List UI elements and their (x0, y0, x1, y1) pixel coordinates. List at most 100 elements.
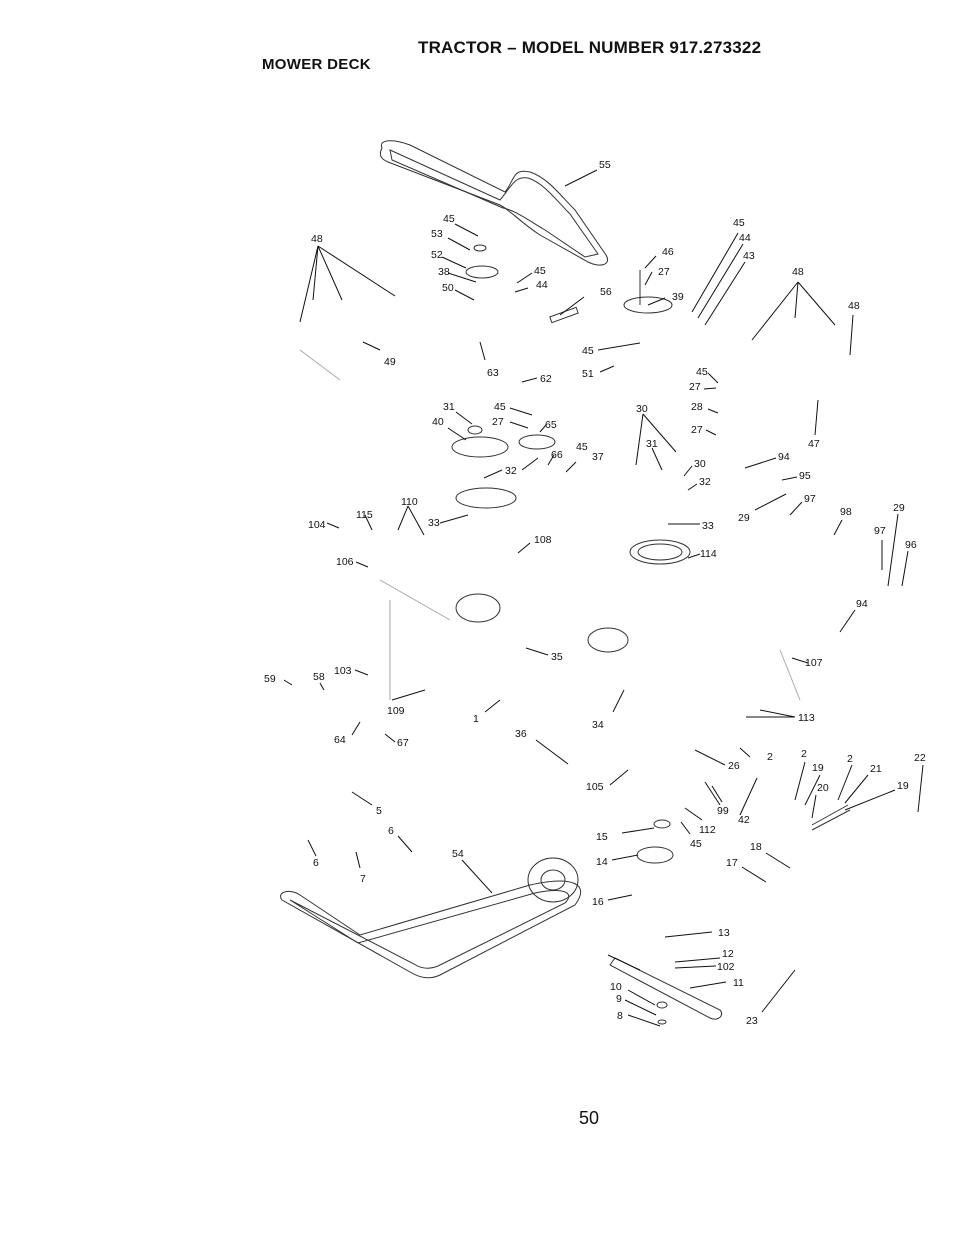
callout: 50 (442, 282, 454, 294)
callout: 13 (718, 927, 730, 939)
page-number: 50 (579, 1108, 600, 1128)
callout: 27 (492, 416, 504, 428)
callout: 26 (728, 760, 740, 772)
callout: 10 (610, 981, 622, 993)
leader-lines (283, 169, 924, 1027)
callout: 17 (726, 857, 738, 869)
callout: 59 (264, 673, 276, 685)
callout: 7 (360, 873, 366, 885)
callout: 115 (356, 509, 373, 521)
callout: 22 (914, 752, 926, 764)
section-title: MOWER DECK (262, 56, 371, 73)
lower-belt (280, 880, 581, 979)
callout: 96 (905, 539, 917, 551)
callout: 94 (856, 598, 868, 610)
callout: 49 (384, 356, 396, 368)
callout-labels: 55 45 53 52 38 50 48 45 44 46 27 56 39 4… (264, 159, 926, 1027)
callout: 104 (308, 519, 326, 531)
callout: 2 (801, 748, 807, 760)
callout: 6 (313, 857, 319, 869)
callout: 21 (870, 763, 882, 775)
callout: 48 (848, 300, 860, 312)
callout: 48 (311, 233, 323, 245)
callout: 45 (494, 401, 506, 413)
callout: 97 (874, 525, 886, 537)
callout: 114 (700, 548, 717, 560)
callout: 29 (893, 502, 905, 514)
callout: 46 (662, 246, 674, 258)
callout: 45 (534, 265, 546, 277)
callout: 40 (432, 416, 444, 428)
callout: 43 (743, 250, 755, 262)
parts-sketches (299, 244, 851, 1025)
callout: 53 (431, 228, 443, 240)
callout: 45 (696, 366, 708, 378)
callout: 56 (600, 286, 612, 298)
callout: 31 (646, 438, 658, 450)
callout: 16 (592, 896, 604, 908)
callout: 11 (733, 977, 744, 989)
callout: 39 (672, 291, 684, 303)
callout: 54 (452, 848, 464, 860)
callout: 112 (699, 824, 716, 836)
callout: 109 (387, 705, 405, 717)
callout: 14 (596, 856, 608, 868)
callout: 5 (376, 805, 382, 817)
upper-belt (379, 140, 608, 266)
callout: 98 (840, 506, 852, 518)
callout: 27 (691, 424, 703, 436)
callout: 45 (443, 213, 455, 225)
callout: 45 (733, 217, 745, 229)
callout: 38 (438, 266, 450, 278)
callout: 102 (717, 961, 735, 973)
callout: 52 (431, 249, 443, 261)
callout: 19 (812, 762, 824, 774)
callout: 67 (397, 737, 409, 749)
page-title: TRACTOR – MODEL NUMBER 917.273322 (418, 38, 762, 57)
callout: 30 (636, 403, 648, 415)
callout: 66 (551, 449, 563, 461)
callout: 30 (694, 458, 706, 470)
callout: 23 (746, 1015, 758, 1027)
callout: 95 (799, 470, 811, 482)
callout: 64 (334, 734, 346, 746)
callout: 105 (586, 781, 604, 793)
callout: 18 (750, 841, 762, 853)
callout: 28 (691, 401, 703, 413)
callout: 113 (798, 712, 815, 724)
callout: 29 (738, 512, 750, 524)
callout: 45 (690, 838, 702, 850)
callout: 34 (592, 719, 604, 731)
callout: 97 (804, 493, 816, 505)
callout: 2 (767, 751, 773, 763)
callout: 44 (536, 279, 548, 291)
callout: 58 (313, 671, 325, 683)
callout: 110 (401, 496, 418, 508)
callout: 45 (576, 441, 588, 453)
callout: 47 (808, 438, 820, 450)
callout: 36 (515, 728, 527, 740)
callout: 2 (847, 753, 853, 765)
callout: 107 (805, 657, 823, 669)
callout: 103 (334, 665, 352, 677)
callout: 6 (388, 825, 394, 837)
callout: 27 (658, 266, 670, 278)
callout: 8 (617, 1010, 623, 1022)
callout: 31 (443, 401, 455, 413)
callout: 42 (738, 814, 750, 826)
callout: 55 (599, 159, 611, 171)
callout: 44 (739, 232, 751, 244)
callout: 37 (592, 451, 604, 463)
callout: 48 (792, 266, 804, 278)
callout: 62 (540, 373, 552, 385)
callout: 65 (545, 419, 557, 431)
callout: 1 (473, 713, 479, 725)
callout: 32 (699, 476, 711, 488)
callout: 32 (505, 465, 517, 477)
callout: 108 (534, 534, 552, 546)
callout: 106 (336, 556, 354, 568)
callout: 99 (717, 805, 729, 817)
callout: 9 (616, 993, 622, 1005)
callout: 19 (897, 780, 909, 792)
